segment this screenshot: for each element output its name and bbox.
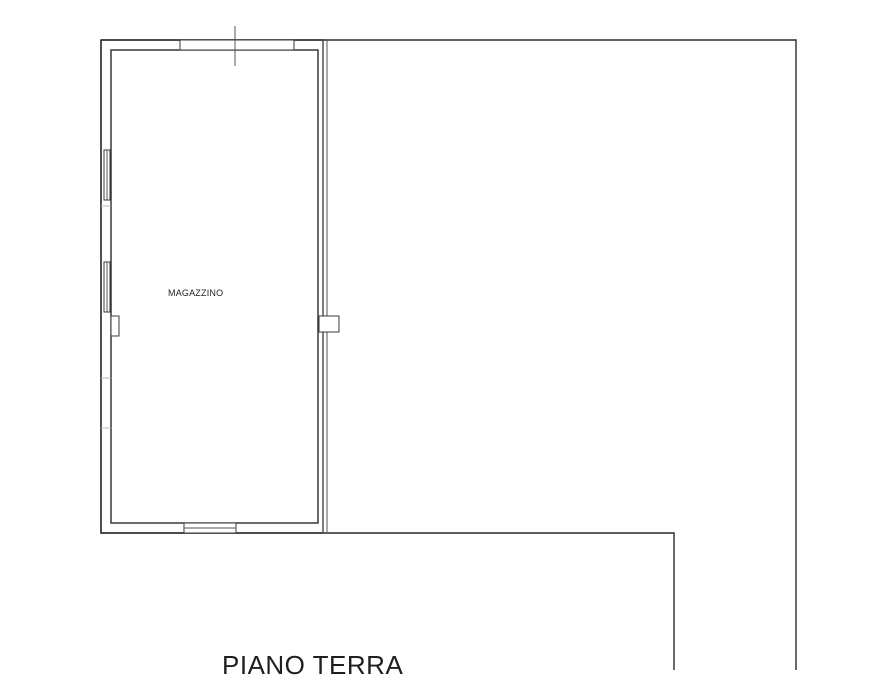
- storage-room-outer-wall: [100, 39, 324, 534]
- outer-boundary: [100, 39, 797, 670]
- right-wall-pillar: [318, 315, 340, 333]
- room-label-storage: MAGAZZINO: [168, 288, 224, 298]
- left-wall-notch: [110, 315, 120, 337]
- top-doorway: [179, 39, 295, 51]
- floor-level-label: PIANO TERRA: [222, 650, 404, 680]
- storage-room-inner-wall: [110, 49, 319, 524]
